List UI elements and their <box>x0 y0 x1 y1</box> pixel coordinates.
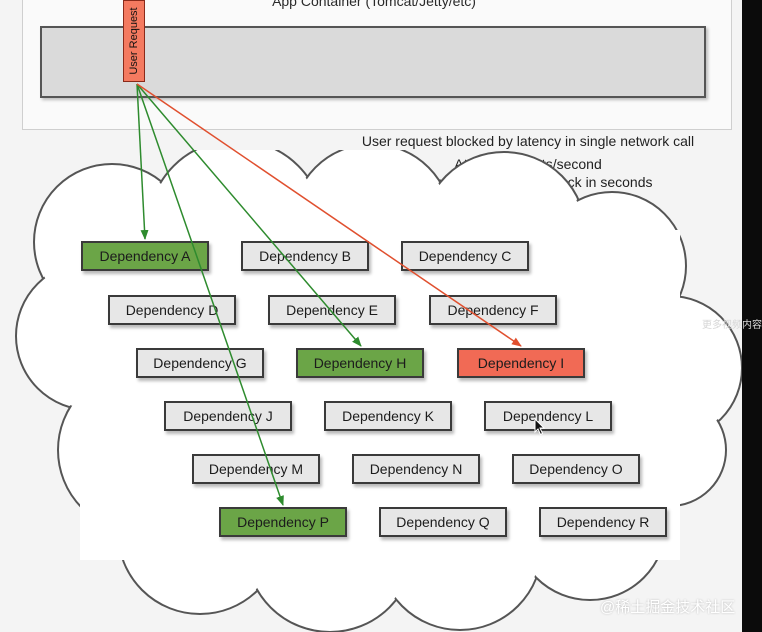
dependency-l: Dependency L <box>484 401 612 431</box>
caption-blocked-latency: User request blocked by latency in singl… <box>361 133 695 149</box>
dependency-n-label: Dependency N <box>369 461 463 477</box>
dependency-i-label: Dependency I <box>477 355 565 371</box>
dependency-q-label: Dependency Q <box>396 514 490 530</box>
dependency-j: Dependency J <box>164 401 292 431</box>
dependency-k: Dependency K <box>324 401 452 431</box>
dependency-c: Dependency C <box>401 241 529 271</box>
dependency-r: Dependency R <box>539 507 667 537</box>
dependency-d: Dependency D <box>108 295 236 325</box>
dependency-g-label: Dependency G <box>153 355 247 371</box>
dependency-c-label: Dependency C <box>418 248 512 264</box>
dependency-o: Dependency O <box>512 454 640 484</box>
mouse-cursor-icon <box>534 418 546 436</box>
dependency-cloud <box>15 150 742 632</box>
watermark-small: 更多视频内容 <box>702 320 762 331</box>
dependency-q: Dependency Q <box>379 507 507 537</box>
dependency-k-label: Dependency K <box>342 408 434 424</box>
dependency-n: Dependency N <box>352 454 480 484</box>
dependency-d-label: Dependency D <box>125 302 219 318</box>
dependency-e: Dependency E <box>268 295 396 325</box>
dependency-m-label: Dependency M <box>208 461 304 477</box>
dependency-f-label: Dependency F <box>447 302 539 318</box>
dependency-i: Dependency I <box>457 348 585 378</box>
dependency-b: Dependency B <box>241 241 369 271</box>
dependency-g: Dependency G <box>136 348 264 378</box>
dependency-p: Dependency P <box>219 507 347 537</box>
user-request-label: User Request <box>128 7 140 75</box>
dependency-l-label: Dependency L <box>502 408 594 424</box>
dependency-j-label: Dependency J <box>183 408 273 424</box>
dependency-e-label: Dependency E <box>286 302 378 318</box>
watermark: @稀土掘金技术社区 <box>600 599 736 616</box>
dependency-b-label: Dependency B <box>259 248 351 264</box>
dependency-h: Dependency H <box>296 348 424 378</box>
dependency-h-label: Dependency H <box>313 355 407 371</box>
screen-edge-strip <box>742 0 762 632</box>
dependency-o-label: Dependency O <box>529 461 623 477</box>
dependency-f: Dependency F <box>429 295 557 325</box>
dependency-p-label: Dependency P <box>237 514 329 530</box>
user-request-box: User Request <box>123 0 145 82</box>
dependency-a: Dependency A <box>81 241 209 271</box>
dependency-m: Dependency M <box>192 454 320 484</box>
dependency-a-label: Dependency A <box>99 248 191 264</box>
app-container-title: App Container (Tomcat/Jetty/etc) <box>272 0 476 9</box>
dependency-r-label: Dependency R <box>556 514 650 530</box>
